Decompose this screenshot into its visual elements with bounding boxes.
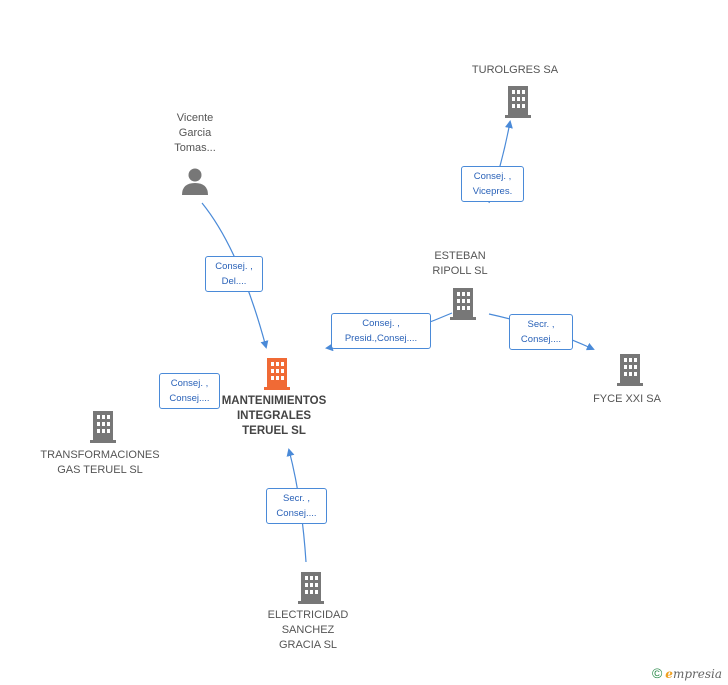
node-esteban[interactable]: ESTEBAN RIPOLL SL xyxy=(415,249,505,279)
node-transformaciones[interactable]: TRANSFORMACIONES GAS TERUEL SL xyxy=(30,448,170,478)
node-fyce[interactable]: FYCE XXI SA xyxy=(580,392,674,407)
node-vicente[interactable]: Vicente Garcia Tomas... xyxy=(155,111,235,156)
node-main-label: MANTENIMIENTOS INTEGRALES TERUEL SL xyxy=(221,395,327,437)
node-fyce-label: FYCE XXI SA xyxy=(593,393,661,405)
edge-label-esteban-turolgres[interactable]: Consej. , Vicepres. xyxy=(461,166,524,202)
edge-label-vicente-main[interactable]: Consej. , Del.... xyxy=(205,256,263,292)
footer-brand[interactable]: ©empresia xyxy=(652,665,722,681)
node-esteban-label: ESTEBAN RIPOLL SL xyxy=(432,250,488,277)
edge-label-main-transformaciones[interactable]: Consej. , Consej.... xyxy=(159,373,220,409)
copyright-icon: © xyxy=(651,665,663,681)
node-vicente-label: Vicente Garcia Tomas... xyxy=(174,112,216,154)
edge-label-electricidad-main[interactable]: Secr. , Consej.... xyxy=(266,488,327,524)
person-icon[interactable] xyxy=(180,166,210,196)
building-icon[interactable] xyxy=(87,409,119,443)
node-transformaciones-label: TRANSFORMACIONES GAS TERUEL SL xyxy=(40,449,160,476)
edge-label-esteban-fyce[interactable]: Secr. , Consej.... xyxy=(509,314,573,350)
main-building-icon[interactable] xyxy=(261,356,293,390)
node-turolgres[interactable]: TUROLGRES SA xyxy=(455,63,575,78)
building-icon[interactable] xyxy=(502,84,534,118)
building-icon[interactable] xyxy=(295,570,327,604)
edge-label-esteban-main[interactable]: Consej. , Presid.,Consej.... xyxy=(331,313,431,349)
node-main[interactable]: MANTENIMIENTOS INTEGRALES TERUEL SL xyxy=(208,394,340,439)
brand-logo: empresia xyxy=(665,667,722,681)
node-turolgres-label: TUROLGRES SA xyxy=(471,64,559,76)
node-electricidad-label: ELECTRICIDAD SANCHEZ GRACIA SL xyxy=(267,609,349,651)
building-icon[interactable] xyxy=(614,352,646,386)
node-electricidad[interactable]: ELECTRICIDAD SANCHEZ GRACIA SL xyxy=(258,608,358,653)
building-icon[interactable] xyxy=(447,286,479,320)
